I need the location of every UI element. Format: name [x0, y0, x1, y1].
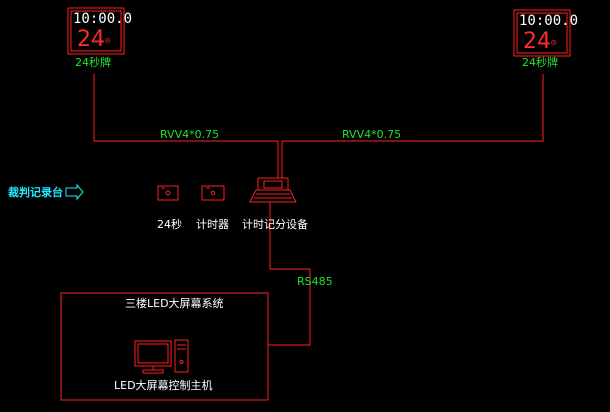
timer-label: 计时器	[196, 218, 229, 231]
cable-left-label: RVV4*0.75	[160, 128, 220, 141]
led-host-label: LED大屏幕控制主机	[114, 379, 213, 392]
shot-clock-controller-device	[157, 185, 179, 201]
shot-clock-controller-label: 24秒	[157, 218, 182, 231]
rs485-label: RS485	[297, 275, 333, 288]
scoring-device-label: 计时记分设备	[242, 218, 308, 231]
cable-lines	[93, 74, 544, 178]
timer-device	[201, 185, 225, 201]
shot-clock-right-indicator-icon: ◎	[551, 38, 557, 48]
shot-clock-left-caption: 24秒牌	[75, 56, 111, 69]
computer-icon	[134, 339, 189, 374]
shot-clock-right-seconds: 24	[523, 29, 551, 54]
shot-clock-left-indicator-icon: ◎	[105, 36, 111, 46]
referee-table-label: 裁判记录台	[8, 186, 63, 199]
rs485-cable	[268, 202, 311, 346]
shot-clock-left	[67, 7, 125, 55]
right-arrow-icon	[65, 183, 84, 201]
shot-clock-left-seconds: 24	[77, 27, 105, 52]
led-system-title: 三楼LED大屏幕系统	[125, 297, 224, 310]
led-system-box	[60, 292, 269, 401]
cable-right-label: RVV4*0.75	[342, 128, 402, 141]
shot-clock-left-time: 10:00.0	[73, 11, 133, 27]
shot-clock-right-time: 10:00.0	[519, 13, 579, 29]
scoring-device	[249, 177, 297, 203]
shot-clock-right	[513, 9, 571, 57]
shot-clock-right-caption: 24秒牌	[522, 56, 558, 69]
